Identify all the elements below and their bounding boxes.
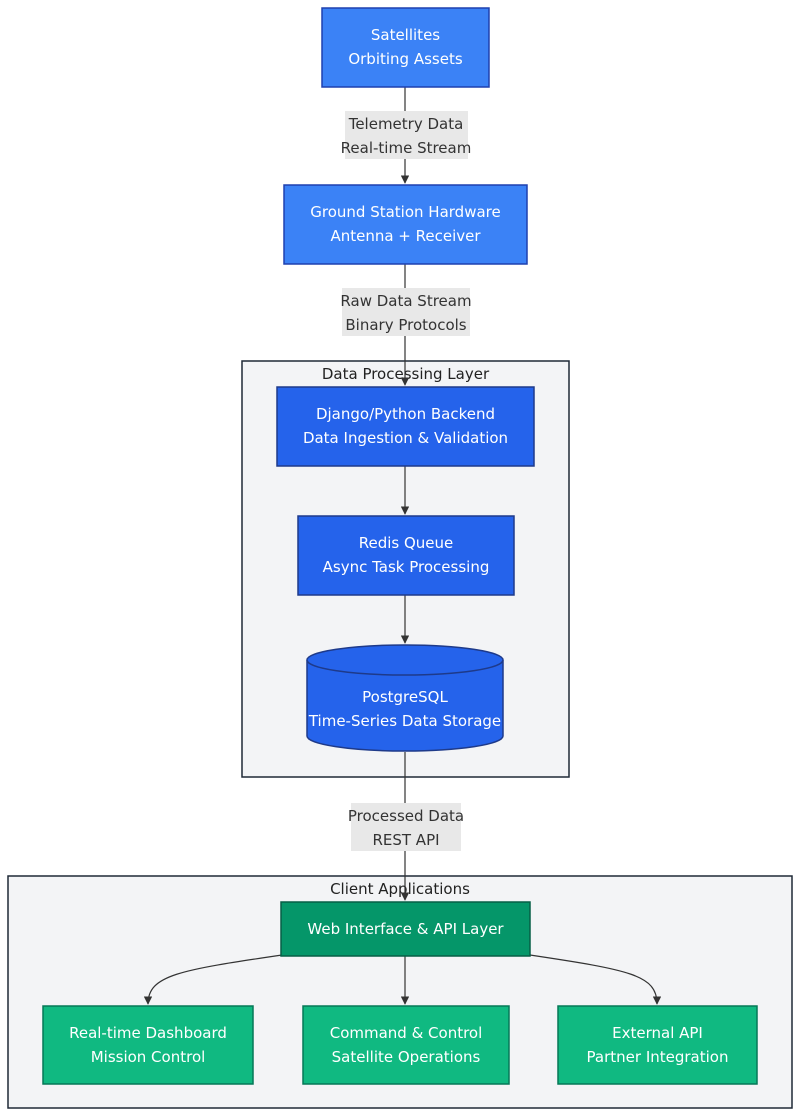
node-external-api[interactable]: External API Partner Integration [557, 1005, 758, 1085]
edge-label-raw: Raw Data Stream Binary Protocols [340, 288, 472, 336]
edge-label-processed: Processed Data REST API [348, 803, 464, 851]
node-backend-line1: Django/Python Backend [316, 405, 495, 423]
node-dashboard-line2: Mission Control [91, 1048, 206, 1066]
node-command-control[interactable]: Command & Control Satellite Operations [302, 1005, 510, 1085]
edge-label-raw-line1: Raw Data Stream [340, 292, 471, 310]
node-redis-queue[interactable]: Redis Queue Async Task Processing [297, 515, 515, 596]
node-dashboard[interactable]: Real-time Dashboard Mission Control [42, 1005, 254, 1085]
edge-web-external [529, 954, 662, 1005]
node-command-line2: Satellite Operations [332, 1048, 481, 1066]
node-ground-station-line2: Antenna + Receiver [330, 227, 481, 245]
node-satellites[interactable]: Satellites Orbiting Assets [321, 7, 490, 88]
node-postgres-line2: Time-Series Data Storage [308, 712, 501, 730]
node-command-line1: Command & Control [330, 1024, 483, 1042]
node-ground-station-line1: Ground Station Hardware [310, 203, 500, 221]
edge-label-processed-line2: REST API [372, 831, 439, 849]
edge-label-telemetry-line2: Real-time Stream [341, 139, 472, 157]
node-ground-station[interactable]: Ground Station Hardware Antenna + Receiv… [283, 184, 528, 265]
node-dashboard-line1: Real-time Dashboard [69, 1024, 227, 1042]
cluster-title-processing: Data Processing Layer [322, 365, 490, 383]
edge-web-dashboard [143, 954, 283, 1005]
edge-label-raw-line2: Binary Protocols [345, 316, 466, 334]
node-redis-line1: Redis Queue [359, 534, 454, 552]
node-external-api-line2: Partner Integration [587, 1048, 729, 1066]
node-backend-line2: Data Ingestion & Validation [303, 429, 508, 447]
node-external-api-line1: External API [612, 1024, 703, 1042]
node-satellites-line1: Satellites [371, 26, 440, 44]
node-redis-line2: Async Task Processing [323, 558, 490, 576]
node-web-interface[interactable]: Web Interface & API Layer [280, 901, 531, 957]
node-backend[interactable]: Django/Python Backend Data Ingestion & V… [276, 386, 535, 467]
cluster-title-clients: Client Applications [330, 880, 470, 898]
edge-label-telemetry-line1: Telemetry Data [348, 115, 464, 133]
edge-label-processed-line1: Processed Data [348, 807, 464, 825]
node-web-interface-label: Web Interface & API Layer [307, 920, 504, 938]
edge-label-telemetry: Telemetry Data Real-time Stream [341, 111, 472, 159]
node-postgresql-cylinder[interactable]: PostgreSQL Time-Series Data Storage [306, 644, 504, 752]
node-postgres-line1: PostgreSQL [362, 688, 448, 706]
node-satellites-line2: Orbiting Assets [348, 50, 463, 68]
